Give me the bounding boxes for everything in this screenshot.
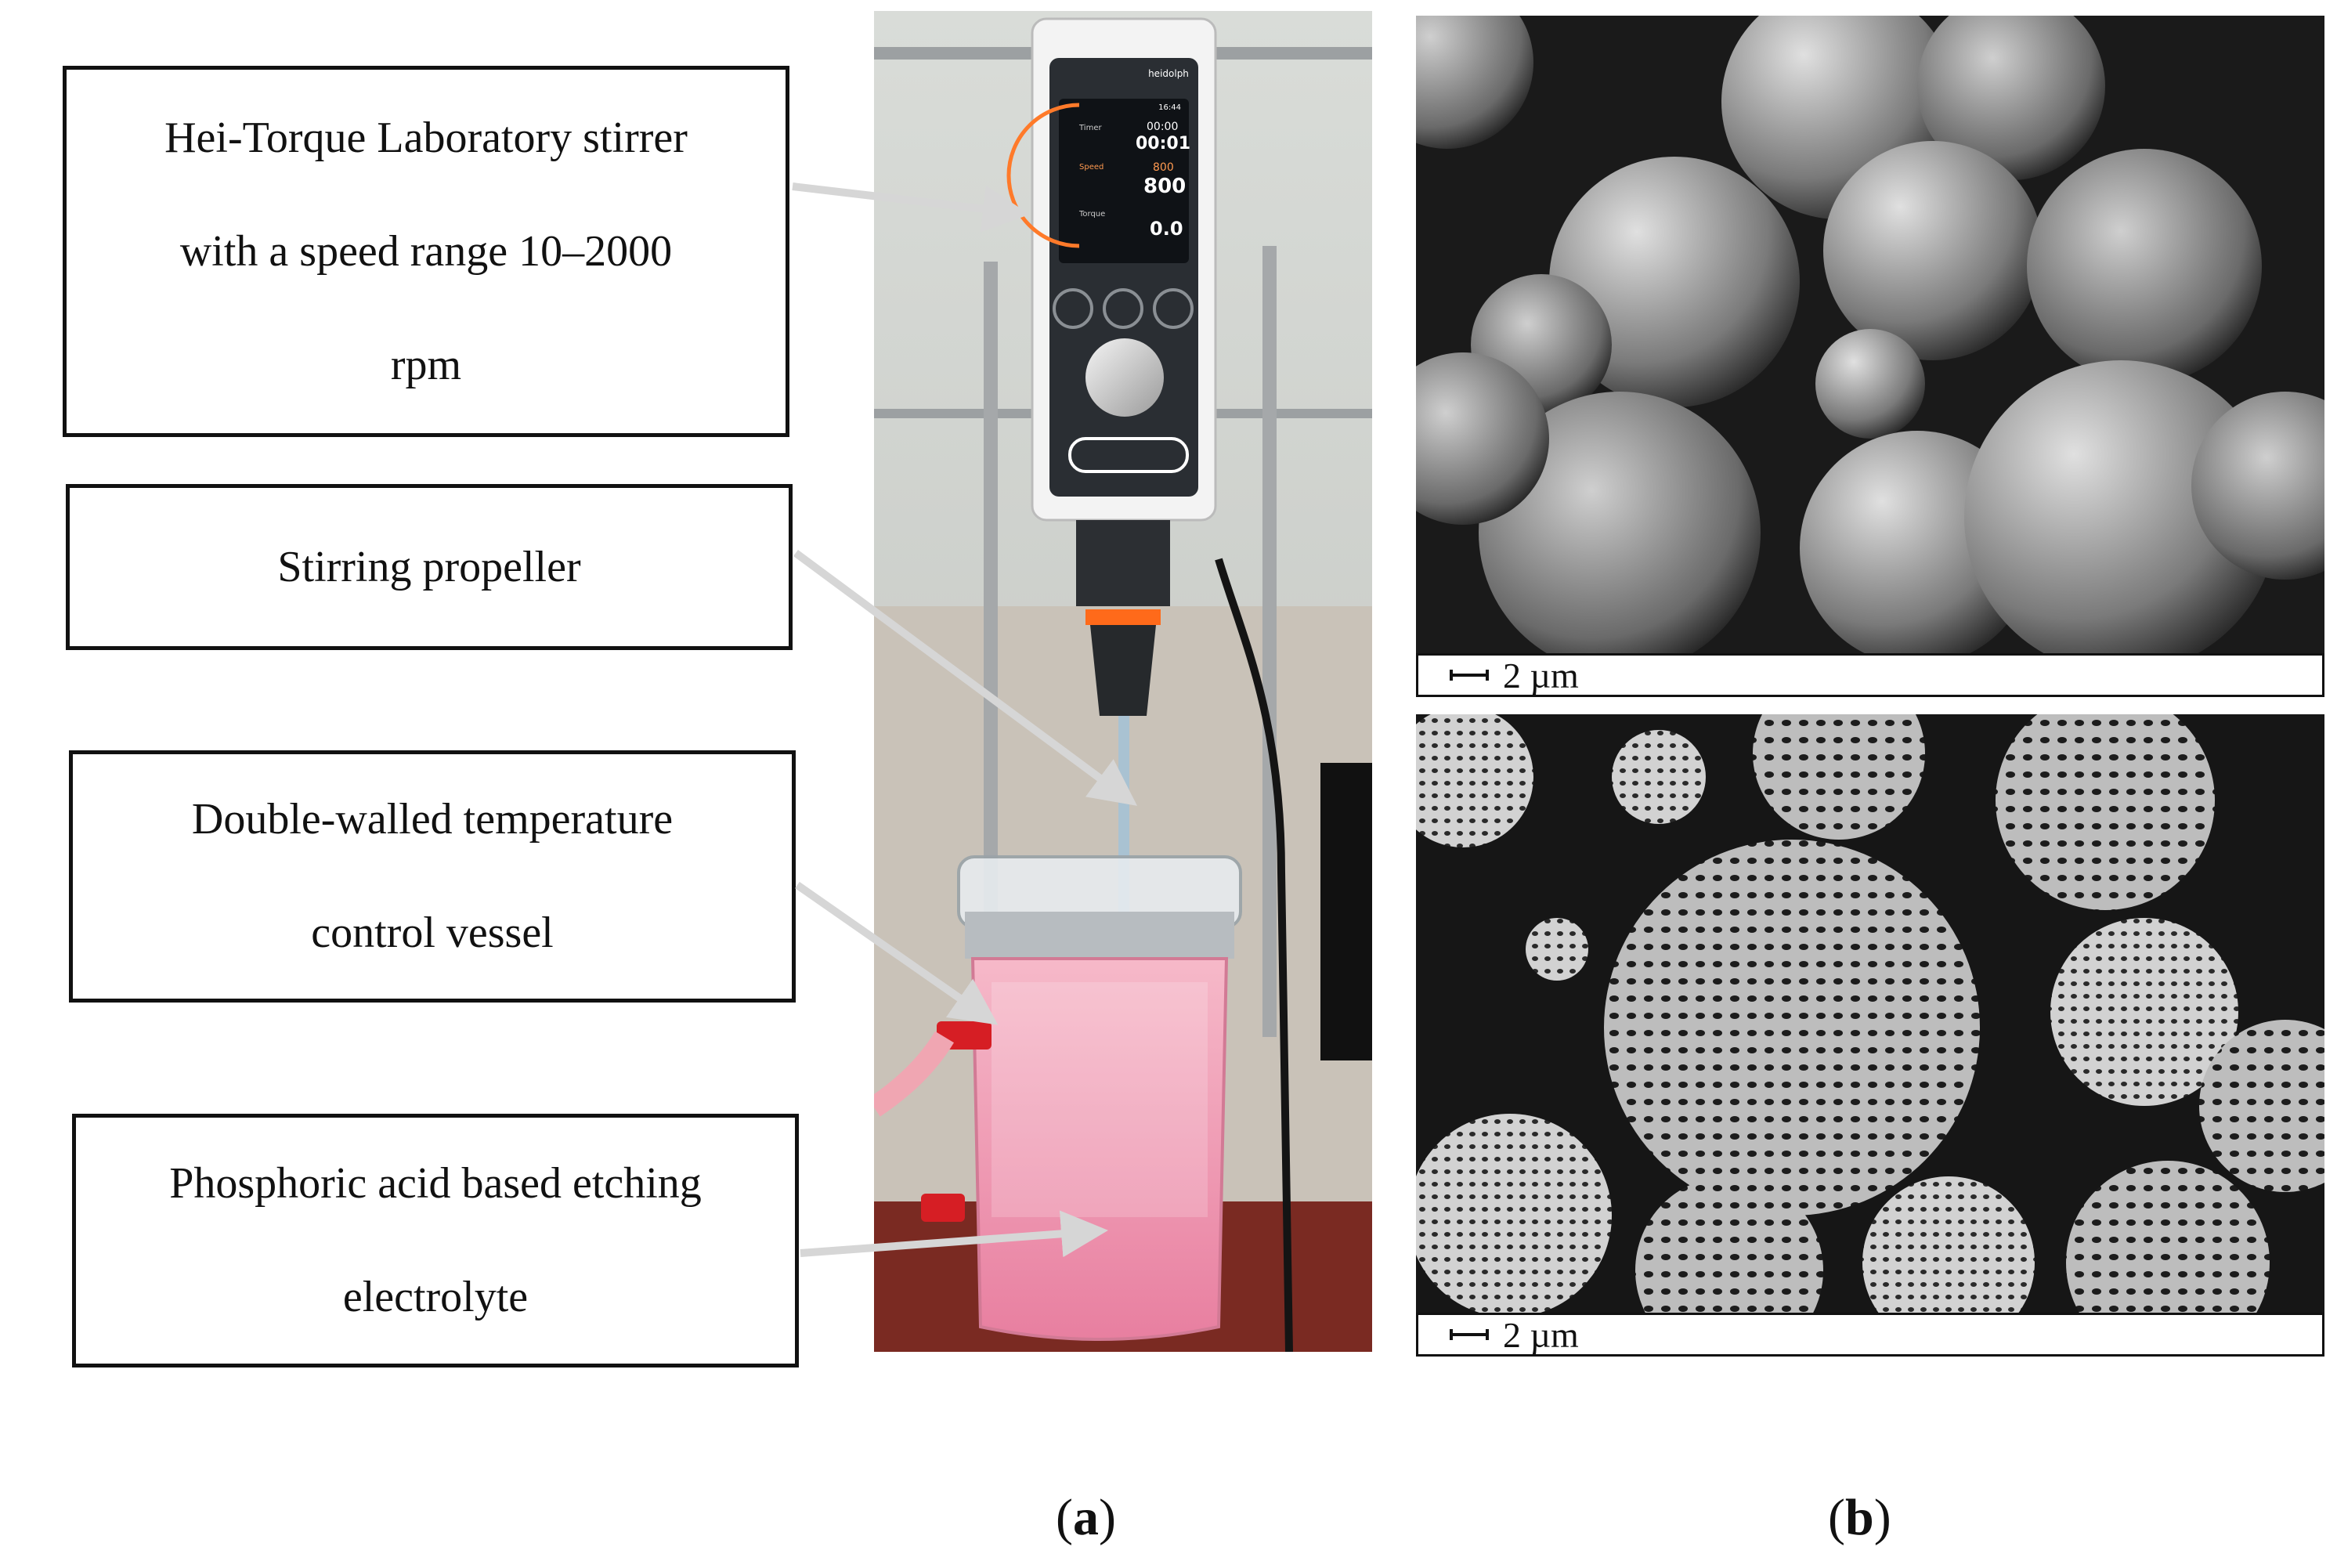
device-soft-button-2 [1103, 288, 1143, 329]
setup-photo: heidolph 16:44 Timer 00:00 00:01 Speed 8… [874, 11, 1372, 1352]
callout-vessel-line-2: control vessel [311, 909, 554, 957]
device-soft-button-3 [1153, 288, 1194, 329]
device-speed-label: Speed [1079, 163, 1103, 172]
sem-scale-label-after: 2 µm [1503, 1314, 1579, 1355]
device-soft-button-1 [1053, 288, 1093, 329]
callout-propeller: Stirring propeller [66, 484, 793, 650]
sem-scale-label-before: 2 µm [1503, 655, 1579, 695]
sem-image-before-illustration [1416, 16, 2324, 653]
callout-vessel-line-1: Double-walled temperature [191, 795, 674, 844]
callout-propeller-line-1: Stirring propeller [277, 542, 581, 591]
panel-label-a: (a) [1056, 1489, 1116, 1546]
device-clock: 16:44 [1158, 103, 1181, 112]
device-speed-value: 800 [1143, 175, 1186, 198]
scale-bar-icon [1450, 1329, 1489, 1340]
setup-photo-illustration: heidolph 16:44 Timer 00:00 00:01 Speed 8… [874, 11, 1372, 1352]
callout-electrolyte-line-1: Phosphoric acid based etching [169, 1159, 702, 1208]
device-timer-value: 00:00 [1147, 121, 1178, 133]
callout-electrolyte: Phosphoric acid based etching electrolyt… [72, 1114, 799, 1367]
device-slider-bar [1068, 437, 1189, 473]
callout-stirrer-line-1: Hei-Torque Laboratory stirrer [164, 113, 688, 162]
device-timer-label: Timer [1078, 124, 1102, 132]
device-speed-setpoint: 800 [1153, 161, 1174, 174]
scale-bar-icon [1450, 670, 1489, 681]
panel-label-b: (b) [1828, 1489, 1891, 1546]
panel-label-a-letter: a [1072, 1489, 1099, 1546]
device-torque-value: 0.0 [1150, 218, 1183, 240]
callout-stirrer-line-2: with a speed range 10–2000 [179, 226, 673, 276]
sem-scale-bar-before: 2 µm [1416, 653, 2324, 697]
device-brand: heidolph [1148, 68, 1189, 79]
callout-vessel: Double-walled temperature control vessel [69, 750, 796, 1003]
callout-electrolyte-line-2: electrolyte [342, 1273, 529, 1321]
sem-image-before: 2 µm [1416, 16, 2324, 697]
sem-image-after: 2 µm [1416, 714, 2324, 1357]
panel-label-b-letter: b [1844, 1489, 1874, 1546]
callout-stirrer: Hei-Torque Laboratory stirrer with a spe… [63, 66, 789, 437]
sem-image-after-illustration [1416, 714, 2324, 1313]
device-speed-knob [1085, 338, 1164, 417]
callout-stirrer-line-3: rpm [390, 340, 462, 389]
device-torque-label: Torque [1078, 210, 1105, 219]
sem-scale-bar-after: 2 µm [1416, 1313, 2324, 1357]
device-elapsed: 00:01 [1136, 134, 1190, 154]
